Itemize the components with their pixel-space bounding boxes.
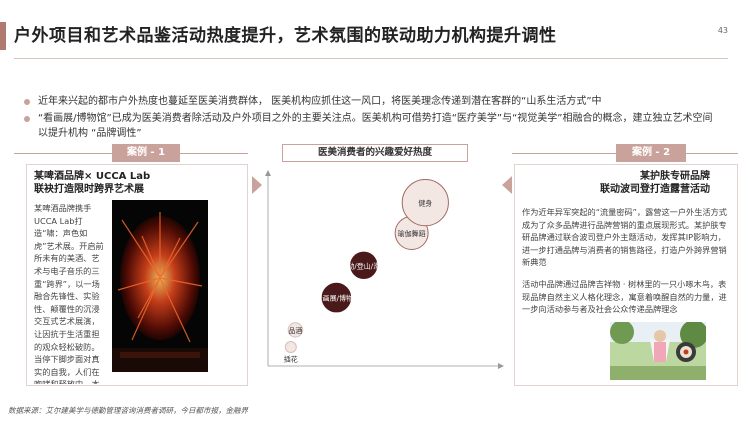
case2-photo [610, 322, 706, 380]
case2-heading-line1: 某护肤专研品牌 [640, 171, 710, 182]
bubble-point [287, 322, 304, 338]
case1-heading-line2: 联袂打造限时跨界艺术展 [34, 184, 144, 195]
data-source-note: 数据来源：艾尔建美学与德勤管理咨询消费者调研，今日都市报，金融界 [8, 406, 248, 415]
interest-bubble-chart: 插花 品酒 看画展/博物馆 运动/登山/滑雪 瑜伽舞蹈 健身 [265, 170, 504, 369]
bubble-point [350, 251, 378, 280]
bubble-label: 品酒 [288, 327, 302, 335]
case1-photo [112, 200, 208, 372]
bubble-label: 瑜伽舞蹈 [398, 229, 426, 238]
case1-heading-line1: 某啤酒品牌× UCCA Lab [34, 171, 151, 182]
case2-heading-line2: 联动波司登打造露营活动 [600, 184, 710, 195]
case1-rule-right [178, 153, 248, 154]
x-axis-arrow [498, 363, 504, 369]
case2-heading: 某护肤专研品牌 联动波司登打造露营活动 [520, 170, 710, 196]
case2-description-1: 作为近年异军突起的“流量密码”，露营这一户外生活方式成为了众多品牌进行品牌营销的… [522, 207, 727, 268]
y-axis-arrow [265, 170, 271, 176]
bubble-label: 看画展/博物馆 [316, 294, 360, 303]
case1-label: 案例 - 1 [112, 144, 180, 162]
bubble-point [284, 341, 297, 353]
case2-rule-left [512, 153, 616, 154]
camping-event-image [610, 322, 706, 380]
page-number: 43 [717, 26, 728, 35]
title-accent-bar [0, 22, 6, 50]
bubble-label: 运动/登山/滑雪 [340, 261, 387, 270]
bullet-item: 近年来兴起的都市户外热度也蔓延至医美消费群体， 医美机构应抓住这一风口，将医美理… [22, 94, 722, 109]
case2-rule-right [684, 153, 738, 154]
case2-description-2: 活动中品牌通过品牌吉祥物 · 树林里的一只小啄木鸟，表现品牌自然主义人格化理念，… [522, 279, 727, 315]
case1-description: 某啤酒品牌携手UCCA Lab打造“啸：声色如虎”艺术展。开启前所未有的美酒、艺… [34, 203, 104, 384]
case1-heading: 某啤酒品牌× UCCA Lab 联袂打造限时跨界艺术展 [34, 170, 244, 196]
title-divider [14, 58, 728, 59]
case1-rule-left [14, 153, 114, 154]
art-installation-image [112, 200, 208, 372]
bubble-label: 插花 [284, 355, 298, 364]
case2-label: 案例 - 2 [616, 144, 686, 162]
summary-bullets: 近年来兴起的都市户外热度也蔓延至医美消费群体， 医美机构应抓住这一风口，将医美理… [22, 94, 722, 143]
page-title: 户外项目和艺术品鉴活动热度提升，艺术氛围的联动助力机构提升调性 [14, 26, 557, 46]
bubble-point [321, 282, 352, 313]
case1-arrow [252, 176, 262, 194]
bubble-label: 健身 [418, 199, 432, 208]
case2-arrow [502, 176, 512, 194]
bubble-point [401, 178, 449, 227]
chart-title: 医美消费者的兴趣爱好热度 [282, 144, 468, 162]
bullet-item: “看画展/博物馆”已成为医美消费者除活动及户外项目之外的主要关注点。医美机构可借… [22, 111, 722, 141]
